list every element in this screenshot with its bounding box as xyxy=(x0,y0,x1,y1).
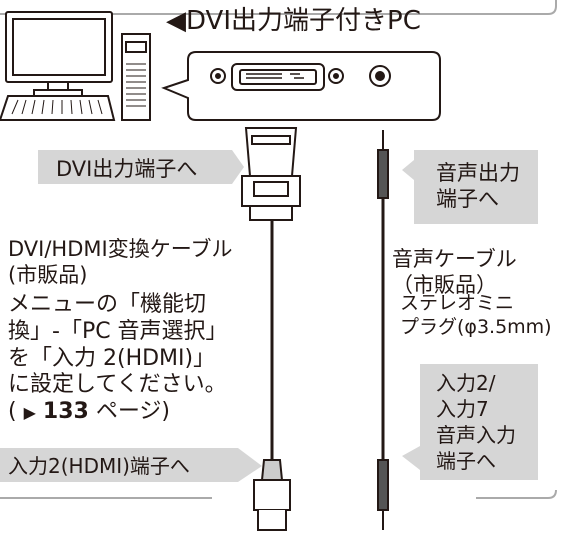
label-audio-input-line3: 音声入力 xyxy=(436,423,516,447)
note-line-1: メニューの「機能切 xyxy=(8,292,207,317)
label-audio-cable: 音声ケーブル （市販品） xyxy=(392,246,517,299)
label-dvi-cable: DVI/HDMI変換ケーブル (市販品) xyxy=(8,236,232,289)
label-audio-input: 入力2/ 入力7 音声入力 端子へ xyxy=(436,370,516,474)
label-audio-input-line4: 端子へ xyxy=(436,449,496,473)
label-audio-cable-line2: （市販品） xyxy=(392,273,497,298)
label-audio-output-line2: 端子へ xyxy=(436,187,499,212)
note-line-2: 換」-「PC 音声選択」 xyxy=(8,318,228,344)
label-dvi-cable-line2: (市販品) xyxy=(8,263,88,288)
audio-jack-icon xyxy=(369,65,391,87)
note-ref-page: 133 xyxy=(42,399,89,425)
page-title: ◀DVI出力端子付きPC xyxy=(166,6,421,36)
label-audio-input-line1: 入力2/ xyxy=(436,371,496,395)
note-ref-open: ( xyxy=(8,399,17,425)
hdmi-plug xyxy=(253,459,291,531)
panel-bottom-right xyxy=(476,489,557,499)
label-stereo-plug: ステレオミニ プラグ(φ3.5mm) xyxy=(400,292,552,340)
play-arrow-icon: ▶ xyxy=(23,403,36,423)
menu-setting-note: メニューの「機能切 換」-「PC 音声選択」 を「入力 2(HDMI)」 に設定… xyxy=(8,292,228,426)
callout-audio-out-shape xyxy=(402,150,538,224)
pc-icon xyxy=(0,11,151,121)
audio-plug-top xyxy=(377,130,389,199)
label-stereo-plug-line2: プラグ(φ3.5mm) xyxy=(400,315,552,338)
label-audio-output: 音声出力 端子へ xyxy=(436,160,520,213)
label-dvi-cable-line1: DVI/HDMI変換ケーブル xyxy=(8,237,233,261)
note-line-4: に設定してください。 xyxy=(8,372,227,398)
label-dvi-output: DVI出力端子へ xyxy=(56,157,198,181)
panel-border xyxy=(0,0,557,15)
label-hdmi-input: 入力2(HDMI)端子へ xyxy=(8,454,190,478)
note-line-3: を「入力 2(HDMI)」 xyxy=(8,345,216,371)
callout-hdmi-in-shape xyxy=(0,448,262,482)
audio-plug-bottom xyxy=(377,459,389,530)
dvi-port-icon xyxy=(210,63,344,91)
note-ref-suffix: ページ) xyxy=(95,399,170,425)
label-stereo-plug-line1: ステレオミニ xyxy=(400,292,515,314)
label-audio-output-line1: 音声出力 xyxy=(436,161,520,185)
label-audio-input-line2: 入力7 xyxy=(436,397,489,421)
callout-audio-in-shape xyxy=(402,364,538,480)
callout-dvi-out-shape xyxy=(38,150,244,184)
label-audio-cable-line1: 音声ケーブル xyxy=(392,247,517,271)
note-page-reference[interactable]: ( ▶ 133 ページ) xyxy=(8,399,228,426)
dvi-plug xyxy=(241,127,301,221)
